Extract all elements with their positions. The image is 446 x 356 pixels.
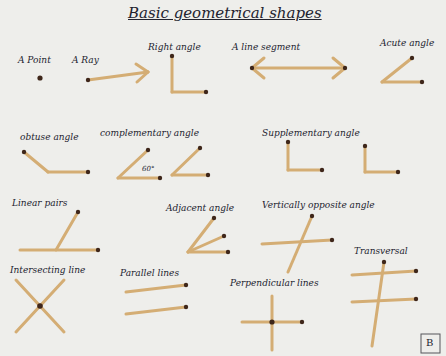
page-title: Basic geometrical shapes xyxy=(128,4,322,22)
shape-label: Parallel lines xyxy=(120,268,179,279)
shape-label: complementary angle xyxy=(100,128,199,139)
shape-label: A Point xyxy=(18,55,51,66)
shape-label: B xyxy=(426,337,433,348)
shape-label: Right angle xyxy=(148,42,201,53)
shape-label: Acute angle xyxy=(380,38,434,49)
shape-label: Adjacent angle xyxy=(166,203,234,214)
shape-label: A Ray xyxy=(72,55,99,66)
shape-label: Linear pairs xyxy=(12,198,67,209)
shape-label: Vertically opposite angle xyxy=(262,200,375,211)
shape-label: Intersecting line xyxy=(10,265,85,276)
shape-label: obtuse angle xyxy=(20,132,79,143)
shape-label: 60° xyxy=(142,164,154,175)
shape-label: Supplementary angle xyxy=(262,128,360,139)
shape-label: A line segment xyxy=(232,42,300,53)
shape-label: Perpendicular lines xyxy=(230,278,319,289)
shape-label: Transversal xyxy=(354,246,408,257)
